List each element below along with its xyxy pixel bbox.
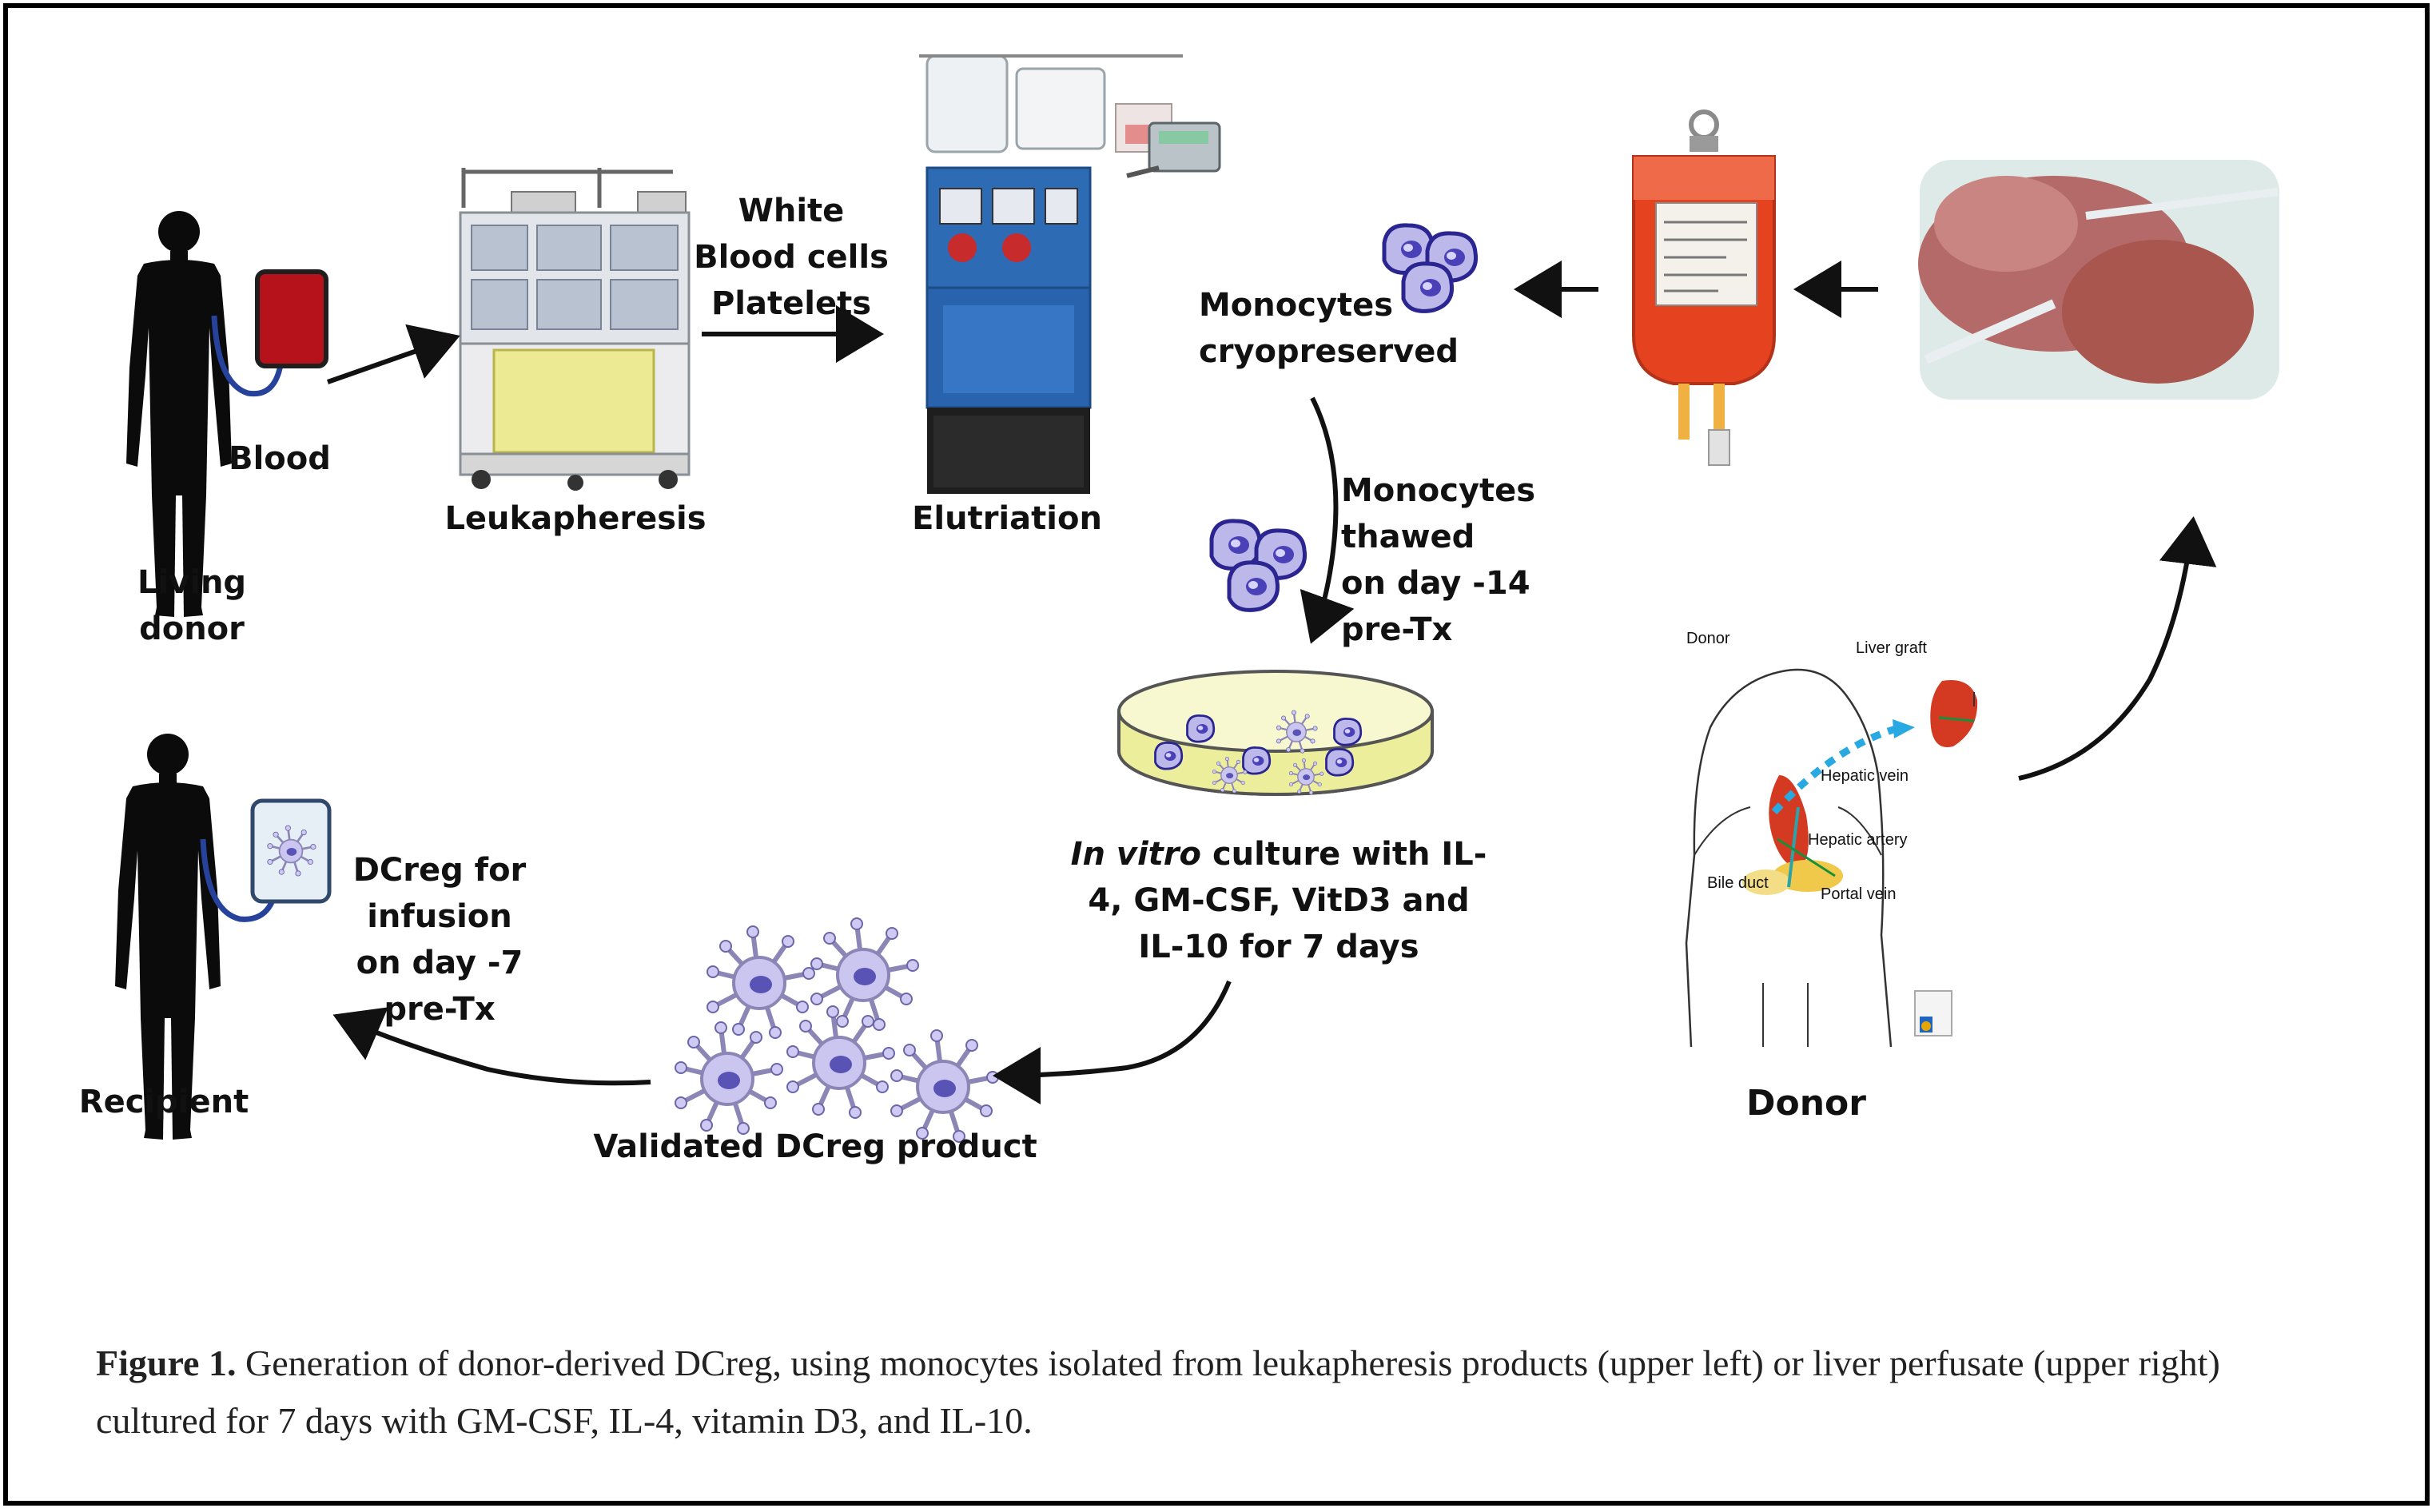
inset-portal-vein-label: Portal vein: [1821, 885, 1897, 903]
inset-hepatic-vein-label: Hepatic vein: [1821, 767, 1909, 785]
donor-anatomy-inset: [1685, 668, 1978, 1048]
donor-blood-tube: [211, 315, 285, 397]
label-leukapheresis: Leukapheresis: [432, 495, 719, 542]
leukapheresis-machine: [459, 168, 691, 491]
inset-liver-graft-label: Liver graft: [1856, 639, 1927, 657]
label-wbc-line2: Blood cells: [694, 239, 889, 276]
label-recipient-text: Recipient: [78, 1084, 249, 1120]
label-wbc-line3: Platelets: [710, 285, 872, 322]
recipient-infusion-tube: [200, 838, 280, 922]
label-dcreg-line1: DCreg for: [352, 852, 527, 889]
label-mono-thawed-line3: on day -14: [1341, 565, 1530, 602]
label-living-donor-line2: donor: [139, 611, 245, 647]
label-mono-thawed-line1: Monocytes: [1341, 472, 1536, 509]
dcreg-product-cells: [675, 918, 998, 1142]
caption-lead: Figure 1.: [96, 1343, 237, 1383]
monocytes-thawed-icon: [1212, 521, 1305, 611]
label-dcreg-line3: on day -7: [356, 945, 523, 981]
label-donor-big-text: Donor: [1745, 1083, 1866, 1124]
label-elutriation: Elutriation: [895, 495, 1119, 542]
label-culture-line1: In vitro culture with IL-: [1063, 831, 1495, 877]
label-validated-product: Validated DCreg product: [567, 1124, 1063, 1170]
label-living-donor: Living donor: [112, 559, 272, 652]
label-donor-big: Donor: [1710, 1080, 1902, 1127]
label-mono-cryo-line1: Monocytes: [1199, 287, 1394, 324]
label-white-blood-cells: White Blood cells Platelets: [687, 188, 895, 327]
arrow-blood-to-leukapheresis: [327, 324, 460, 384]
label-culture-line3: IL-10 for 7 days: [1138, 929, 1419, 965]
elutriation-machine: [919, 54, 1221, 494]
caption-text: Generation of donor-derived DCreg, using…: [96, 1343, 2220, 1441]
figure-caption: Figure 1. Generation of donor-derived DC…: [96, 1335, 2334, 1450]
blood-bag: [255, 269, 328, 368]
arrow-donor-to-liver: [2018, 516, 2217, 781]
living-donor-figure: [126, 211, 232, 617]
figure-artwork: [115, 54, 2279, 1319]
liver-perfusion-photo: [1918, 160, 2279, 400]
inset-donor-label: Donor: [1686, 630, 1730, 647]
label-dcreg-line4: pre-Tx: [384, 991, 496, 1028]
cryo-bag: [1632, 109, 1776, 466]
label-elutriation-text: Elutriation: [912, 500, 1102, 537]
label-living-donor-line1: Living: [137, 564, 247, 601]
petri-dish: [1117, 670, 1434, 796]
label-in-vitro-culture: In vitro culture with IL- 4, GM-CSF, Vit…: [1063, 831, 1495, 970]
label-monocytes-cryopreserved: Monocytes cryopreserved: [1199, 282, 1459, 375]
label-dcreg-line2: infusion: [367, 898, 512, 935]
inset-hepatic-artery-label: Hepatic artery: [1808, 831, 1908, 849]
label-leukapheresis-text: Leukapheresis: [444, 500, 707, 537]
label-culture-italic: In vitro: [1070, 836, 1202, 873]
label-blood: Blood: [208, 436, 352, 482]
label-culture-line1-rest: culture with IL-: [1201, 836, 1487, 873]
label-culture-line2: 4, GM-CSF, VitD3 and: [1088, 882, 1470, 919]
label-dcreg-infusion: DCreg for infusion on day -7 pre-Tx: [344, 847, 535, 1033]
label-blood-text: Blood: [229, 440, 331, 477]
label-wbc-line1: White: [738, 193, 845, 229]
arrow-dish-to-product: [993, 980, 1232, 1104]
label-monocytes-thawed: Monocytes thawed on day -14 pre-Tx: [1341, 468, 1535, 653]
label-mono-thawed-line4: pre-Tx: [1341, 611, 1453, 648]
figure-frame: Blood Living donor Leukapheresis White B…: [3, 3, 2430, 1506]
arrows: [327, 261, 2217, 1104]
label-validated-text: Validated DCreg product: [593, 1128, 1037, 1165]
label-mono-thawed-line2: thawed: [1341, 519, 1475, 555]
inset-bile-duct-label: Bile duct: [1707, 874, 1769, 892]
dcreg-infusion-bag: [250, 798, 332, 904]
label-recipient: Recipient: [56, 1079, 272, 1125]
arrow-product-to-recipient: [332, 1007, 651, 1086]
arrow-cryo-to-dish: [1300, 396, 1355, 644]
label-mono-cryo-line2: cryopreserved: [1199, 333, 1459, 370]
